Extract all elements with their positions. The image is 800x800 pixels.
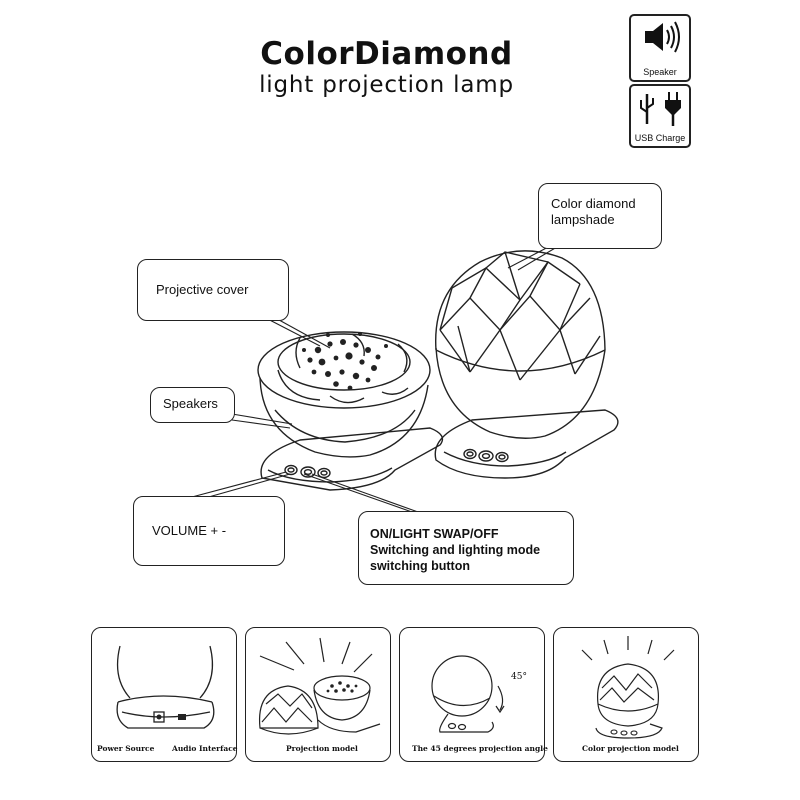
panel-color-projection-illustration — [581, 636, 675, 739]
right-lamp-buttons — [463, 448, 509, 463]
left-lamp-base — [260, 427, 444, 491]
callout-switch-line2: Switching and lighting mode — [370, 543, 541, 557]
panel-projection-angle: 45° The 45 degrees projection angle — [399, 627, 548, 762]
left-lamp-bowl — [259, 377, 429, 458]
product-title: ColorDiamond — [260, 36, 513, 72]
panel-angle-illustration — [431, 655, 505, 733]
callout-speakers-label: Speakers — [163, 396, 218, 411]
speaker-badge-label: Speaker — [643, 67, 677, 77]
usb-charge-badge: USB Charge — [629, 84, 691, 148]
callout-lampshade-line1: Color diamond — [551, 196, 636, 211]
callout-switch-line1: ON/LIGHT SWAP/OFF — [370, 527, 499, 541]
right-lamp-bowl — [435, 347, 606, 439]
caption-color-projection-model: Color projection model — [582, 744, 679, 753]
callout-lampshade-line2: lampshade — [551, 212, 615, 227]
angle-label-45: 45° — [511, 672, 527, 682]
callout-volume: VOLUME + - — [133, 496, 285, 566]
callout-lampshade: Color diamond lampshade — [538, 183, 662, 249]
color-diamond-lampshade — [435, 250, 606, 351]
panel-projection-illustration — [258, 637, 381, 735]
callout-switch: ON/LIGHT SWAP/OFF Switching and lighting… — [358, 511, 574, 585]
caption-projection-model: Projection model — [286, 744, 358, 753]
caption-audio-interface: Audio Interface — [172, 744, 238, 753]
callout-projective-cover-label: Projective cover — [156, 282, 249, 297]
usb-charge-icon — [640, 92, 681, 126]
panel-power-audio-illustration — [116, 645, 215, 729]
panel-power-audio: Power Source Audio Interface — [91, 627, 238, 762]
angle-arrow — [497, 685, 504, 711]
power-source-port-icon — [153, 711, 165, 723]
usb-charge-badge-label: USB Charge — [634, 133, 686, 143]
callout-switch-line3: switching button — [370, 559, 470, 573]
panel-projection-model: Projection model — [245, 627, 391, 762]
caption-power-source: Power Source — [97, 744, 155, 753]
left-lamp-buttons — [284, 464, 331, 479]
product-subtitle: light projection lamp — [259, 72, 514, 98]
projective-cover-holes — [302, 332, 388, 391]
projective-cover — [277, 333, 411, 391]
audio-interface-port-icon — [178, 714, 186, 720]
panel-color-projection: Color projection model — [553, 627, 699, 762]
speaker-icon — [645, 21, 680, 53]
caption-45-degree-angle: The 45 degrees projection angle — [412, 744, 548, 753]
callout-projective-cover: Projective cover — [137, 259, 289, 321]
callout-speakers: Speakers — [150, 387, 235, 423]
speaker-badge: Speaker — [629, 14, 691, 82]
right-lamp-base — [434, 409, 619, 479]
callout-volume-label: VOLUME + - — [152, 523, 227, 538]
